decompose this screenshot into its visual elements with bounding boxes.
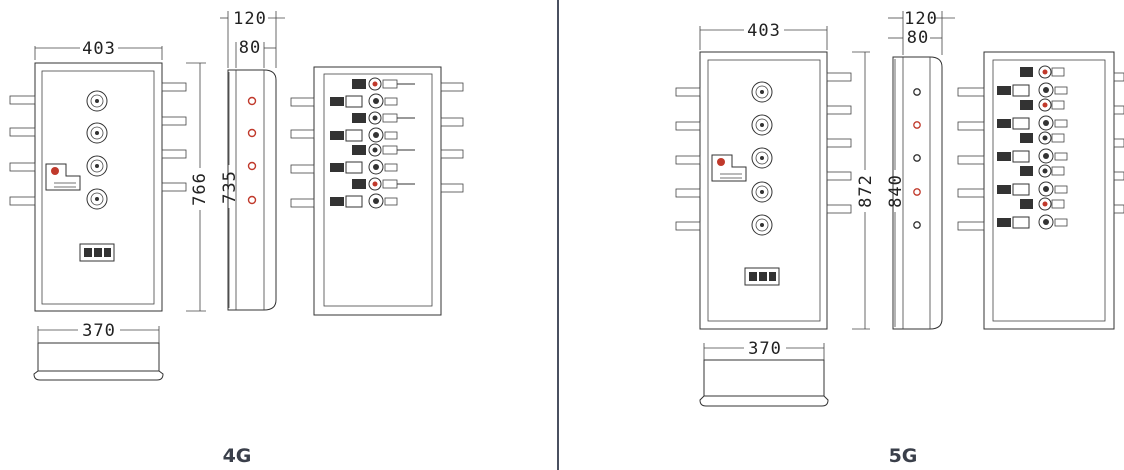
dim-depth-inner: 80 — [907, 28, 929, 48]
connector-icon — [86, 90, 108, 112]
connector-icon — [751, 147, 773, 169]
dim-width-outer: 403 — [699, 21, 828, 50]
side-view-5g: 120 80 840 — [886, 9, 955, 330]
dim-depth-inner: 80 — [239, 38, 261, 58]
right-pipes — [440, 82, 464, 193]
front-view-5g: 403 872 — [675, 21, 876, 330]
connector-ports — [751, 81, 773, 236]
connector-icon — [751, 181, 773, 203]
connector-icon — [751, 214, 773, 236]
dim-height-inner: 735 — [220, 170, 240, 204]
connector-icon — [751, 81, 773, 103]
label-plate — [45, 163, 81, 191]
back-view-5g — [957, 51, 1124, 330]
caption-5g: 5G — [889, 445, 918, 467]
front-inner-frame — [41, 70, 155, 305]
left-pipes — [957, 87, 985, 231]
panel-4g: 403 766 120 — [9, 9, 464, 467]
dim-label: 766 — [190, 172, 210, 206]
back-view-4g — [290, 66, 464, 316]
right-pipes — [1113, 72, 1124, 214]
left-pipes — [290, 97, 315, 208]
dim-label: 403 — [82, 39, 116, 59]
dim-height-outer: 766 — [186, 62, 210, 312]
bottom-view-4g: 370 — [33, 321, 164, 381]
connector-ports — [86, 90, 108, 210]
right-pipes — [161, 82, 187, 192]
cable-connectors — [997, 65, 1068, 230]
dim-depth-outer: 120 — [904, 9, 938, 29]
dim-label: 872 — [856, 174, 876, 208]
dim-width-outer: 403 — [34, 39, 163, 60]
panel-5g: 403 872 120 — [675, 9, 1124, 467]
left-pipes — [9, 95, 36, 206]
dim-depth-outer: 120 — [233, 9, 267, 29]
caption-4g: 4G — [223, 445, 252, 467]
front-view-4g: 403 766 — [9, 39, 210, 312]
connector-icon — [751, 114, 773, 136]
dim-height-outer: 872 — [852, 51, 876, 330]
label-plate — [711, 154, 747, 182]
side-view-4g: 120 80 735 — [220, 9, 285, 311]
left-pipes — [675, 87, 701, 231]
logo-plate — [79, 243, 115, 262]
right-pipes — [826, 72, 852, 214]
bottom-view-5g: 370 — [699, 339, 829, 407]
connector-icon — [86, 155, 108, 177]
dim-width-inner: 370 — [82, 321, 116, 341]
dim-label: 403 — [747, 21, 781, 41]
connector-icon — [86, 122, 108, 144]
connector-icon — [86, 188, 108, 210]
logo-plate — [744, 267, 780, 286]
dim-height-inner: 840 — [886, 174, 906, 208]
dim-width-inner: 370 — [748, 339, 782, 359]
cable-connectors — [330, 77, 415, 209]
